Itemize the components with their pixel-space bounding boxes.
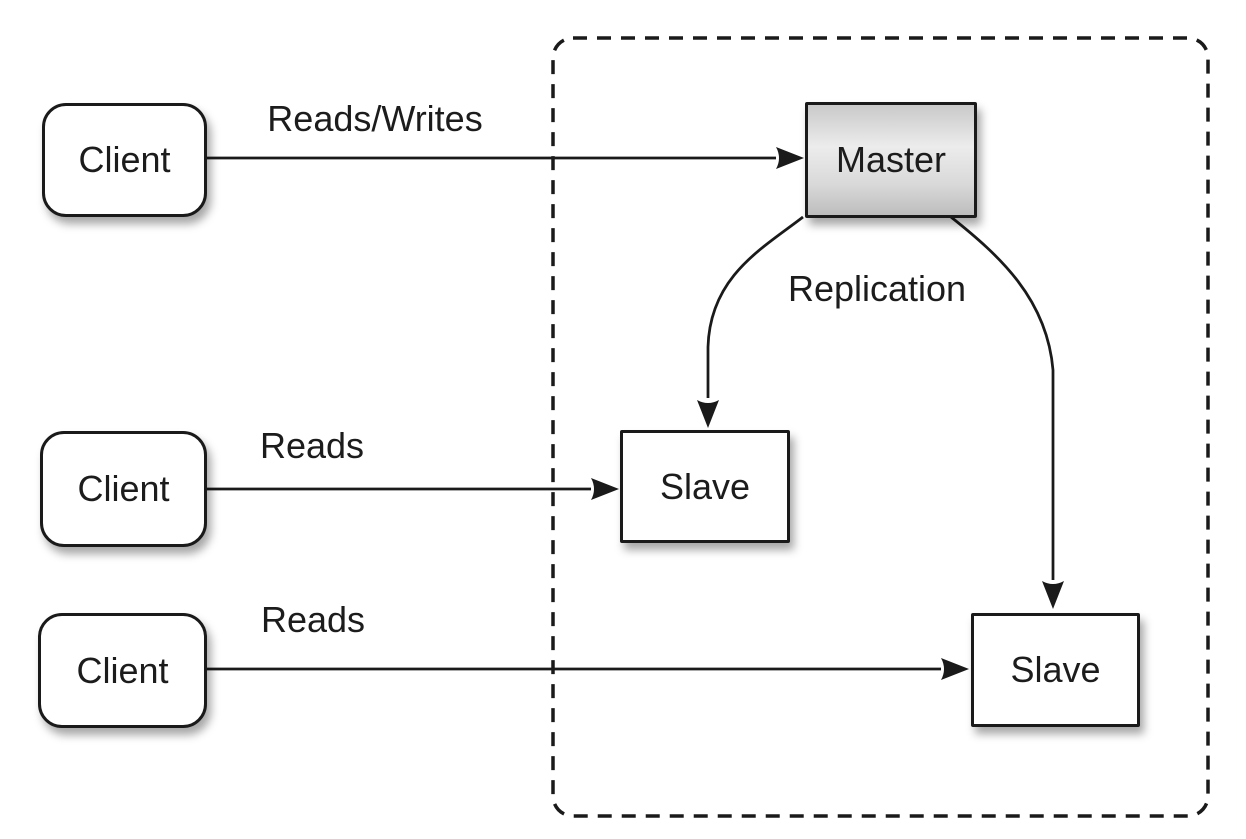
edge-label-replication: Replication: [787, 268, 967, 309]
client-node-1: Client: [42, 103, 207, 217]
client-node-1-label: Client: [78, 139, 171, 180]
arrowhead-client1-master: [776, 147, 804, 169]
edge-label-reads-writes: Reads/Writes: [267, 98, 483, 139]
edge-master-slave1: [706, 215, 804, 398]
slave-node-1: Slave: [620, 430, 790, 543]
slave-node-2-label: Slave: [1010, 649, 1101, 690]
client-node-3: Client: [38, 613, 207, 728]
master-node-label: Master: [835, 139, 947, 180]
arrowhead-client2-slave1: [591, 478, 619, 500]
client-node-3-label: Client: [76, 649, 169, 691]
client-node-2: Client: [40, 431, 207, 547]
master-node: Master: [805, 102, 977, 218]
edge-label-reads-top: Reads: [259, 425, 365, 466]
edge-label-reads-bottom: Reads: [260, 599, 366, 640]
arrowhead-master-slave1: [697, 400, 719, 428]
arrowhead-client3-slave2: [941, 658, 969, 680]
client-node-2-label: Client: [77, 468, 170, 509]
arrowhead-master-slave2: [1042, 581, 1064, 609]
cluster-boundary: [551, 36, 1210, 818]
slave-node-1-label: Slave: [659, 465, 751, 507]
edge-master-slave2: [950, 215, 1055, 580]
slave-node-2: Slave: [971, 613, 1140, 727]
